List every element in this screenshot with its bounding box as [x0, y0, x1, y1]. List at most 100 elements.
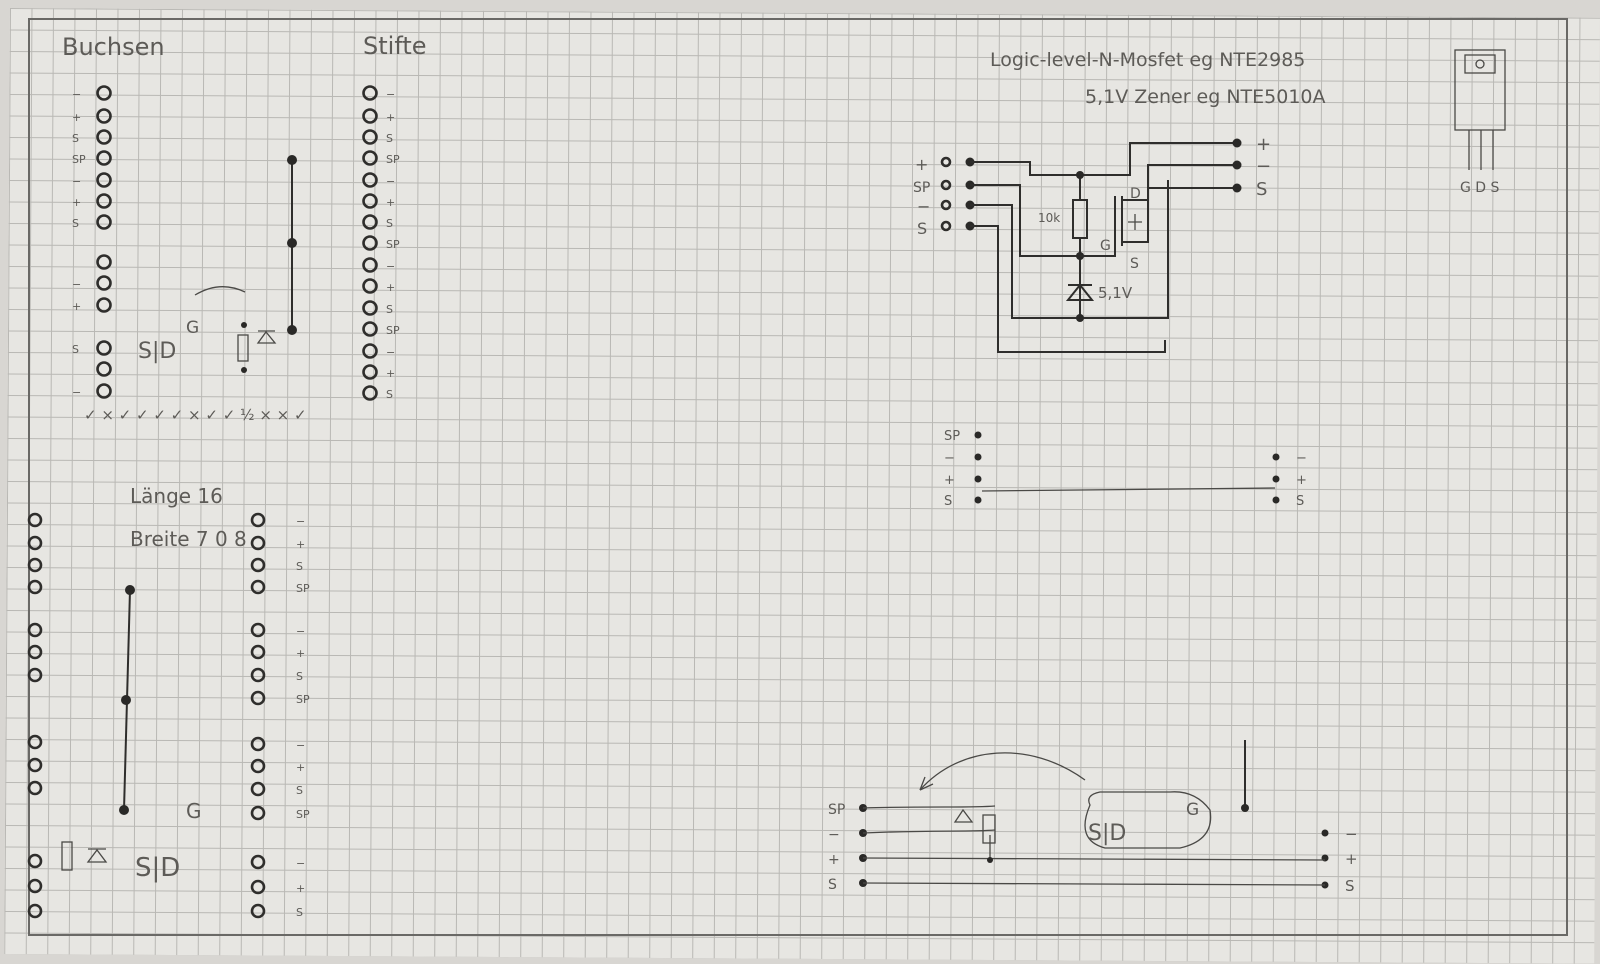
block-a-node-top [287, 155, 297, 165]
svg-text:S: S [1256, 179, 1267, 200]
block-b-right-pin [250, 879, 266, 895]
block-a-right-pin-label: − [386, 346, 395, 359]
connector-top-pin [974, 496, 982, 504]
block-b-node-top [125, 585, 135, 595]
header-buchsen: Buchsen [62, 33, 165, 61]
connector-top-pin-label: − [944, 451, 955, 466]
block-a-right-pin [362, 321, 378, 337]
connector-top-right-pin [1272, 496, 1280, 504]
block-a-right-pin [362, 300, 378, 316]
block-b-right-pin-label: S [296, 784, 303, 797]
label-drain: D [1130, 186, 1141, 202]
block-a-left-socket [96, 340, 112, 356]
block-a-left-socket [96, 108, 112, 124]
block-a-node-r-top [241, 322, 247, 328]
block-a-right-pin [362, 193, 378, 209]
block-a-left-pin-label: − [72, 175, 81, 188]
schematic-input-socket [940, 199, 952, 211]
transistor-pin-labels: G D S [1460, 180, 1500, 196]
block-a-right-pin-label: + [386, 367, 395, 380]
connector-top-pin-label: SP [944, 429, 960, 444]
connector-top-right-pin [1272, 475, 1280, 483]
block-b-left-socket [27, 757, 43, 773]
zener-icon [1065, 283, 1095, 301]
block-a-arrow [194, 286, 246, 296]
block-b-node-bottom [119, 805, 129, 815]
block-b-right-pin [250, 557, 266, 573]
block-a-left-socket [96, 150, 112, 166]
connector-bottom-pin-label: + [828, 852, 840, 868]
block-a-left-socket [96, 193, 112, 209]
svg-text:+: + [1256, 134, 1271, 155]
bottom-gate-label: G [1186, 800, 1199, 820]
block-b-left-socket [27, 535, 43, 551]
connector-top: SP−+S −+S [944, 429, 1307, 509]
block-b-right-pin [250, 644, 266, 660]
block-a-left-socket [96, 172, 112, 188]
block-a-left-column: −+SSP−+S−+S− [72, 85, 112, 399]
block-a-right-pin-label: SP [386, 238, 400, 251]
block-b-left-socket [27, 878, 43, 894]
block-a-node-bottom [287, 325, 297, 335]
block-a-right-pin-label: − [386, 175, 395, 188]
block-b-left-socket [27, 579, 43, 595]
block-a-left-pin-label: S [72, 217, 79, 230]
block-a-left-socket [96, 361, 112, 377]
block-a-left-pin-label: S [72, 343, 79, 356]
block-a-left-socket [96, 383, 112, 399]
dims-length: Länge 16 [130, 484, 223, 508]
block-b-gate-label: G [186, 799, 202, 823]
block-b-left-socket [27, 622, 43, 638]
block-b-right-pin-label: S [296, 560, 303, 573]
block-b-left-socket [27, 903, 43, 919]
connector-top-pin-label: S [944, 494, 952, 509]
block-a-gate-label: G [186, 318, 199, 338]
block-b-right-pin-label: + [296, 761, 305, 774]
block-a-right-pin-label: SP [386, 153, 400, 166]
connector-top-right-pin-label: + [1296, 473, 1307, 488]
connector-bottom-right-pin [1321, 829, 1329, 837]
connector-top-right-pin-label: S [1296, 494, 1304, 509]
title-line-2: 5,1V Zener eg NTE5010A [1085, 86, 1326, 108]
block-b-right-pin-label: − [296, 515, 305, 528]
block-b-right-pin-label: SP [296, 582, 310, 595]
block-a-left-pin-label: S [72, 132, 79, 145]
block-b-zener-icon [86, 848, 108, 863]
title-line-1: Logic-level-N-Mosfet eg NTE2985 [990, 49, 1305, 71]
block-a-resistor-icon [237, 334, 249, 362]
sheet-border [28, 18, 1568, 936]
connector-top-pin [974, 453, 982, 461]
connector-top-right-pin [1272, 453, 1280, 461]
block-a-node-mid [287, 238, 297, 248]
label-source: S [1130, 256, 1139, 272]
block-b-right-pin [250, 781, 266, 797]
connector-bottom-right-pin-label: − [1345, 825, 1358, 843]
block-a-right-pin [362, 85, 378, 101]
block-b-right-column: −+SSP−+SSP−+SSP−+S [250, 512, 310, 919]
connector-top-pin [974, 431, 982, 439]
block-b-right-pin-label: − [296, 625, 305, 638]
block-b-left-socket [27, 734, 43, 750]
block-a-left-pin-label: − [72, 278, 81, 291]
block-b-sd-label: S|D [135, 853, 180, 883]
svg-text:−: − [1256, 156, 1271, 177]
block-a-left-pin-label: + [72, 300, 81, 313]
block-b-right-pin [250, 512, 266, 528]
block-b-right-pin [250, 667, 266, 683]
block-a-right-pin [362, 257, 378, 273]
block-a-right-pin [362, 385, 378, 401]
block-a-left-pin-label: − [72, 88, 81, 101]
block-a-right-pin [362, 343, 378, 359]
transistor-package-icon [1454, 49, 1506, 170]
label-zener: 5,1V [1098, 284, 1133, 302]
block-a-left-socket [96, 85, 112, 101]
block-b-right-pin-label: − [296, 857, 305, 870]
block-a-sd-label: S|D [138, 339, 176, 364]
block-b-resistor-icon [61, 841, 73, 871]
block-b-right-pin-label: S [296, 670, 303, 683]
connector-bottom-pin-label: S [828, 877, 837, 893]
block-a-left-socket [96, 254, 112, 270]
block-a-right-pin [362, 214, 378, 230]
block-a-right-pin-label: S [386, 217, 393, 230]
bottom-arrow [919, 752, 1086, 791]
